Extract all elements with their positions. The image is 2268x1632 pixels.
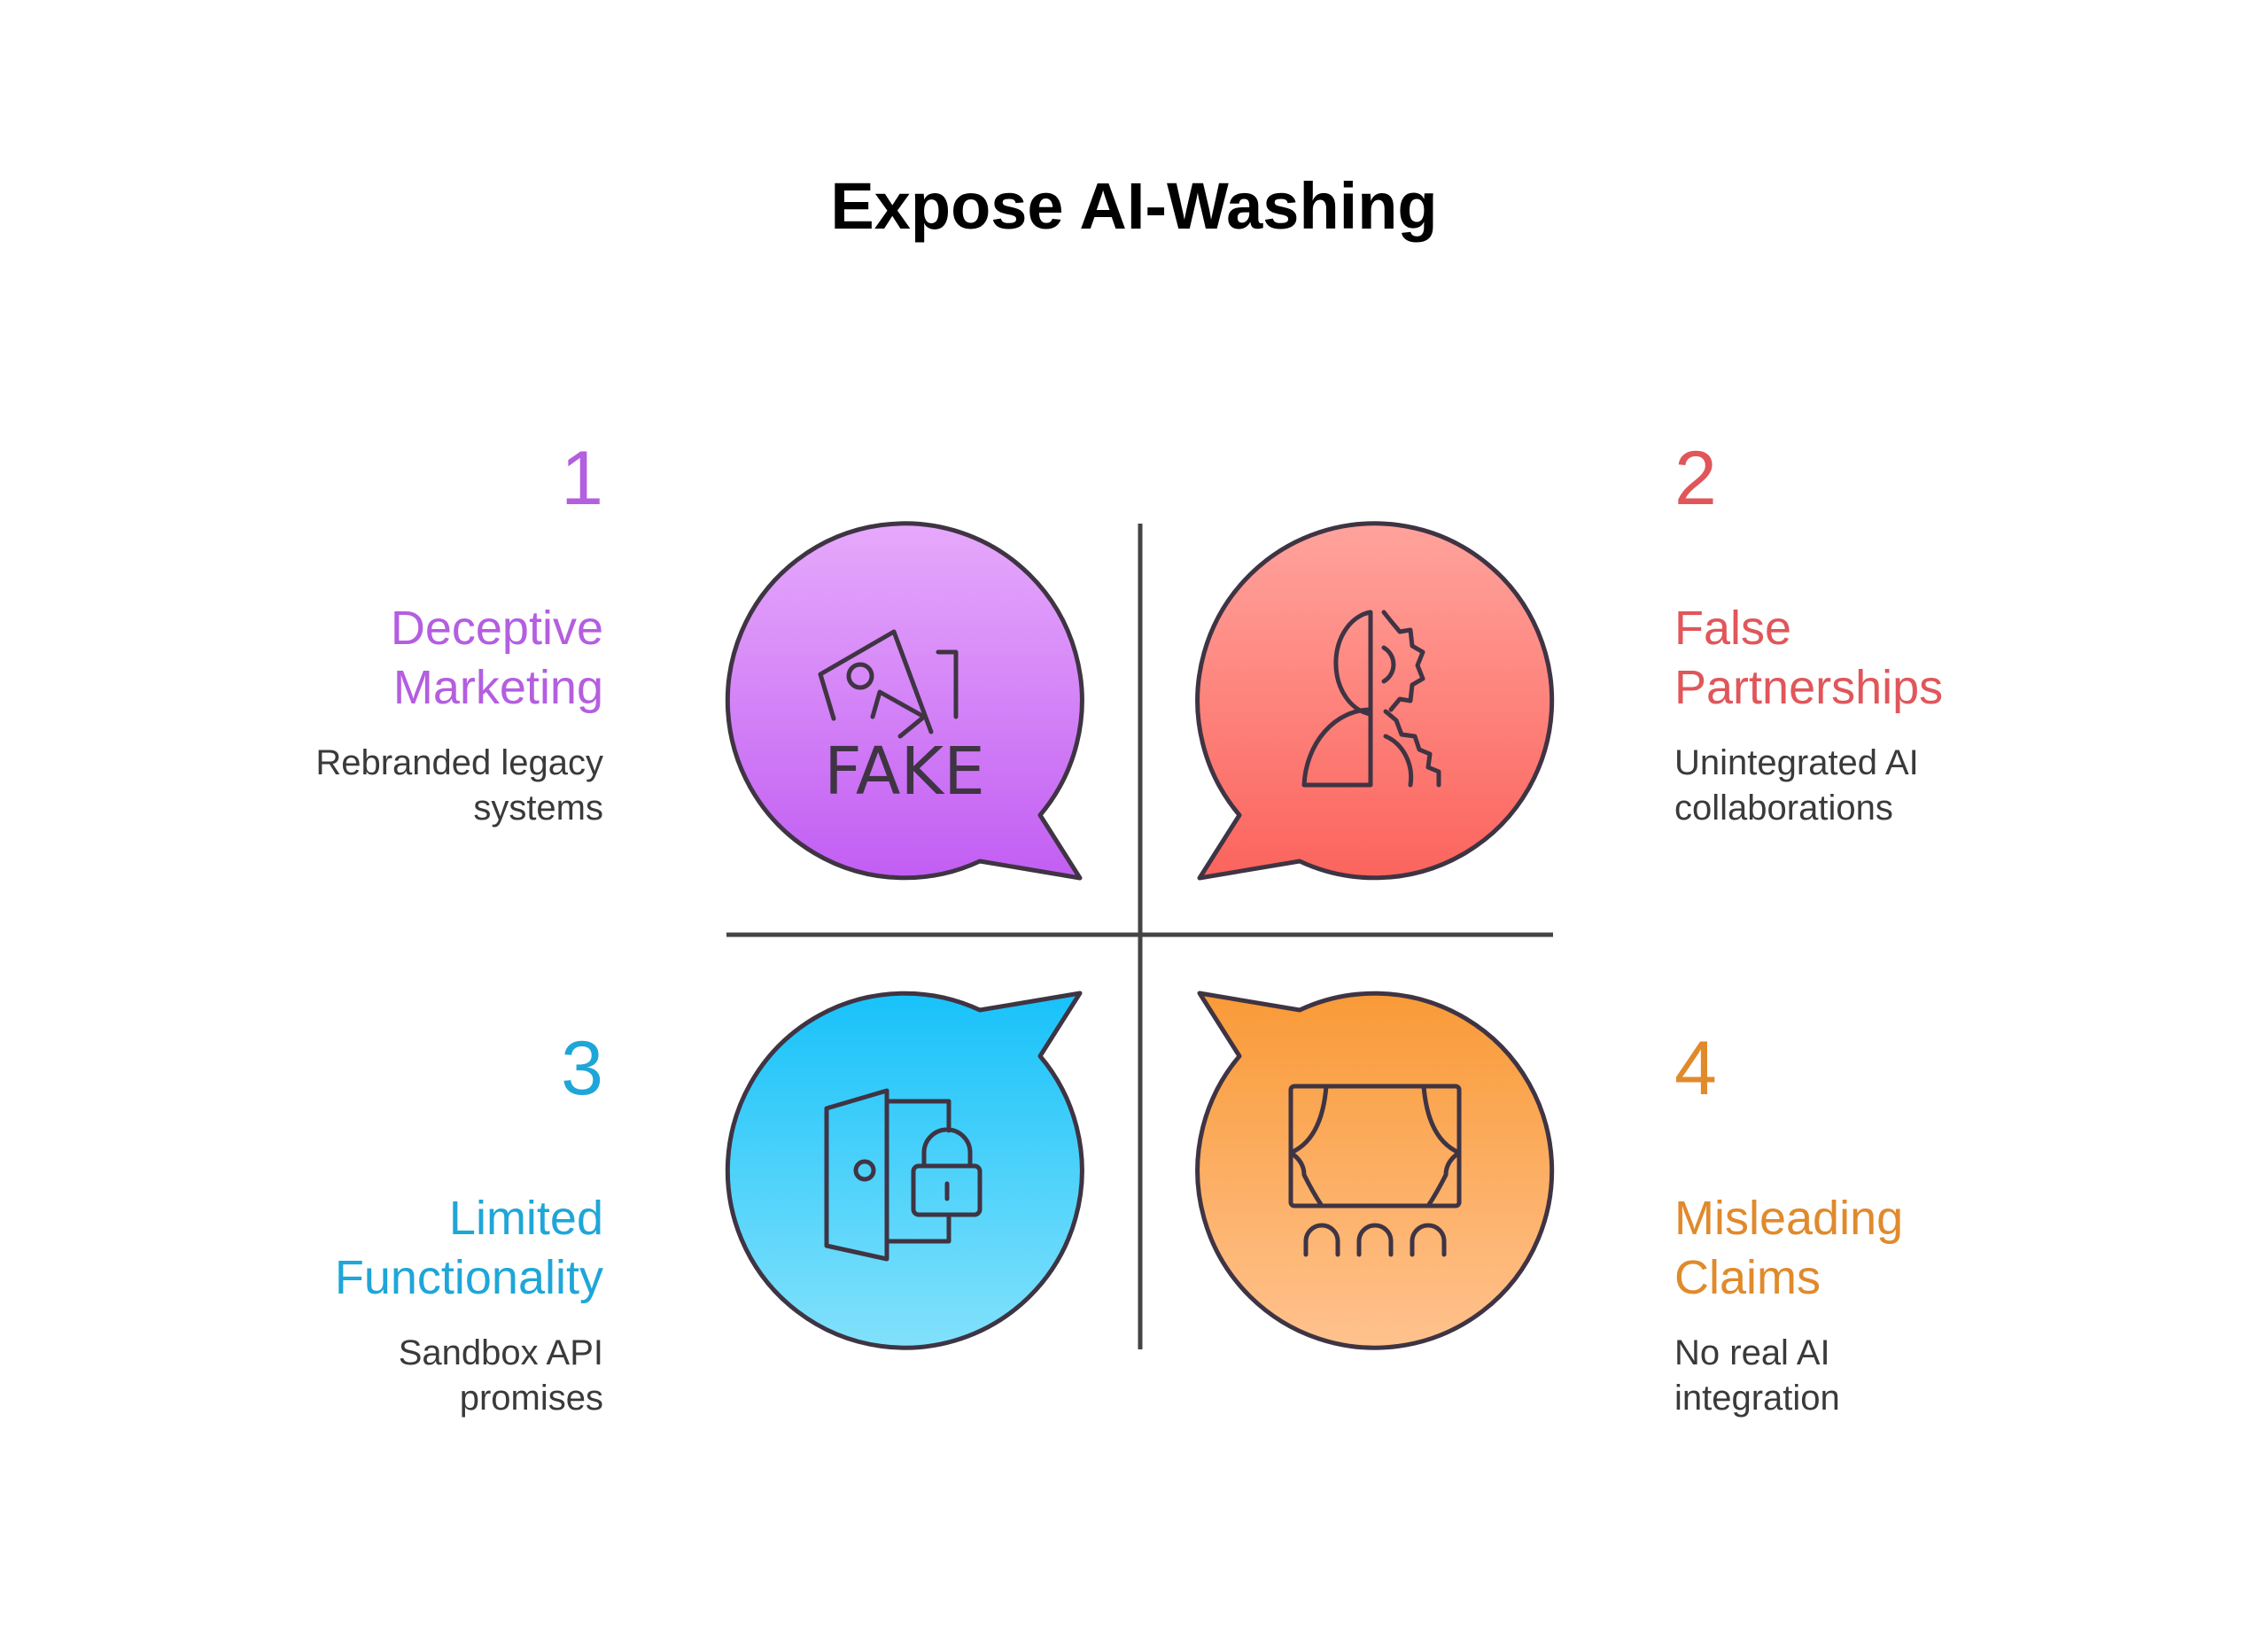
item-number: 3 bbox=[561, 1026, 603, 1111]
item-description: Unintegrated AI collaborations bbox=[1674, 741, 2100, 831]
heading-line: Limited bbox=[448, 1192, 603, 1245]
bubble-deceptive-marketing: FAKE bbox=[727, 524, 1082, 878]
item-false-partnerships: 2 False Partnerships Unintegrated AI col… bbox=[1674, 434, 2100, 831]
item-heading: Deceptive Marketing bbox=[178, 599, 603, 718]
heading-line: Marketing bbox=[392, 661, 603, 714]
fake-image-icon: FAKE bbox=[818, 629, 985, 810]
person-gear-icon bbox=[1301, 610, 1441, 788]
desc-line: systems bbox=[473, 789, 603, 828]
item-description: No real AI integration bbox=[1674, 1331, 2100, 1421]
bubble-misleading-claims bbox=[1198, 993, 1552, 1348]
desc-line: integration bbox=[1674, 1379, 1840, 1418]
item-description: Sandbox API promises bbox=[178, 1331, 603, 1421]
item-number: 4 bbox=[1674, 1026, 1717, 1111]
desc-line: promises bbox=[459, 1379, 603, 1418]
heading-line: False bbox=[1674, 602, 1792, 655]
item-number: 2 bbox=[1674, 436, 1717, 521]
item-number: 1 bbox=[561, 436, 603, 521]
heading-line: Misleading bbox=[1674, 1192, 1904, 1245]
heading-line: Claims bbox=[1674, 1251, 1821, 1304]
heading-line: Functionality bbox=[334, 1251, 603, 1304]
desc-line: collaborations bbox=[1674, 789, 1893, 828]
item-heading: False Partnerships bbox=[1674, 599, 2100, 718]
item-misleading-claims: 4 Misleading Claims No real AI integrati… bbox=[1674, 1024, 2100, 1421]
item-heading: Misleading Claims bbox=[1674, 1189, 2100, 1308]
heading-line: Partnerships bbox=[1674, 661, 1944, 714]
item-limited-functionality: 3 Limited Functionality Sandbox API prom… bbox=[178, 1024, 603, 1421]
desc-line: No real AI bbox=[1674, 1333, 1830, 1372]
desc-line: Sandbox API bbox=[398, 1333, 603, 1372]
item-description: Rebranded legacy systems bbox=[178, 741, 603, 831]
bubble-false-partnerships bbox=[1198, 524, 1552, 878]
desc-line: Unintegrated AI bbox=[1674, 743, 1919, 782]
page-title: Expose AI-Washing bbox=[830, 169, 1438, 243]
theater-curtain-icon bbox=[1288, 1084, 1462, 1257]
door-lock-icon bbox=[824, 1088, 983, 1262]
svg-text:FAKE: FAKE bbox=[824, 734, 985, 810]
heading-line: Deceptive bbox=[390, 602, 603, 655]
desc-line: Rebranded legacy bbox=[315, 743, 603, 782]
item-deceptive-marketing: 1 Deceptive Marketing Rebranded legacy s… bbox=[178, 434, 603, 831]
item-heading: Limited Functionality bbox=[178, 1189, 603, 1308]
bubble-limited-functionality bbox=[727, 993, 1082, 1348]
